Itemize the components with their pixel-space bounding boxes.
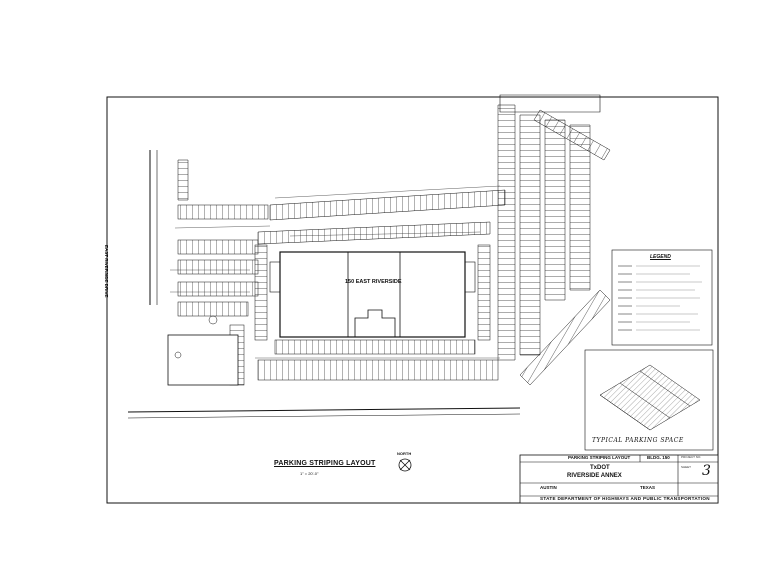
dimension-lines bbox=[170, 185, 501, 359]
legend-box bbox=[611, 249, 713, 346]
sheet-scale: 1" = 20'-0" bbox=[300, 471, 319, 476]
tb-city: AUSTIN bbox=[540, 485, 557, 490]
east-lot-rows bbox=[497, 94, 611, 386]
tb-sheet-number: 3 bbox=[702, 463, 711, 479]
building-perimeter-rows bbox=[254, 244, 499, 381]
title-block bbox=[519, 454, 719, 504]
tb-state: TEXAS bbox=[640, 485, 656, 490]
sheet-title: PARKING STRIPING LAYOUT bbox=[274, 460, 376, 467]
north-arrow-icon bbox=[398, 458, 412, 472]
building-150 bbox=[269, 251, 476, 338]
detail-title: TYPICAL PARKING SPACE bbox=[592, 437, 684, 444]
small-building bbox=[167, 315, 239, 386]
south-curb bbox=[127, 407, 521, 413]
typical-parking-detail bbox=[584, 349, 714, 451]
sheet-border bbox=[106, 96, 719, 504]
building-label: 150 EAST RIVERSIDE bbox=[345, 279, 402, 285]
tb-project-label: PARKING STRIPING LAYOUT bbox=[568, 455, 631, 460]
tb-bldg-label: BLDG. 150 bbox=[647, 455, 670, 460]
tb-project-name: RIVERSIDE ANNEX bbox=[567, 473, 622, 479]
road-label: EAST RIVERSIDE DRIVE bbox=[104, 245, 109, 298]
legend-title: LEGEND bbox=[650, 254, 671, 260]
tb-department: STATE DEPARTMENT OF HIGHWAYS AND PUBLIC … bbox=[540, 496, 710, 501]
north-label: NORTH bbox=[397, 451, 412, 456]
tb-project-no-label: PROJECT NO. bbox=[681, 455, 702, 459]
tb-sheet-label: SHEET bbox=[681, 465, 692, 469]
west-lot-rows bbox=[177, 159, 269, 386]
tb-agency: TxDOT bbox=[590, 465, 610, 471]
east-riverside-drive bbox=[149, 150, 158, 305]
